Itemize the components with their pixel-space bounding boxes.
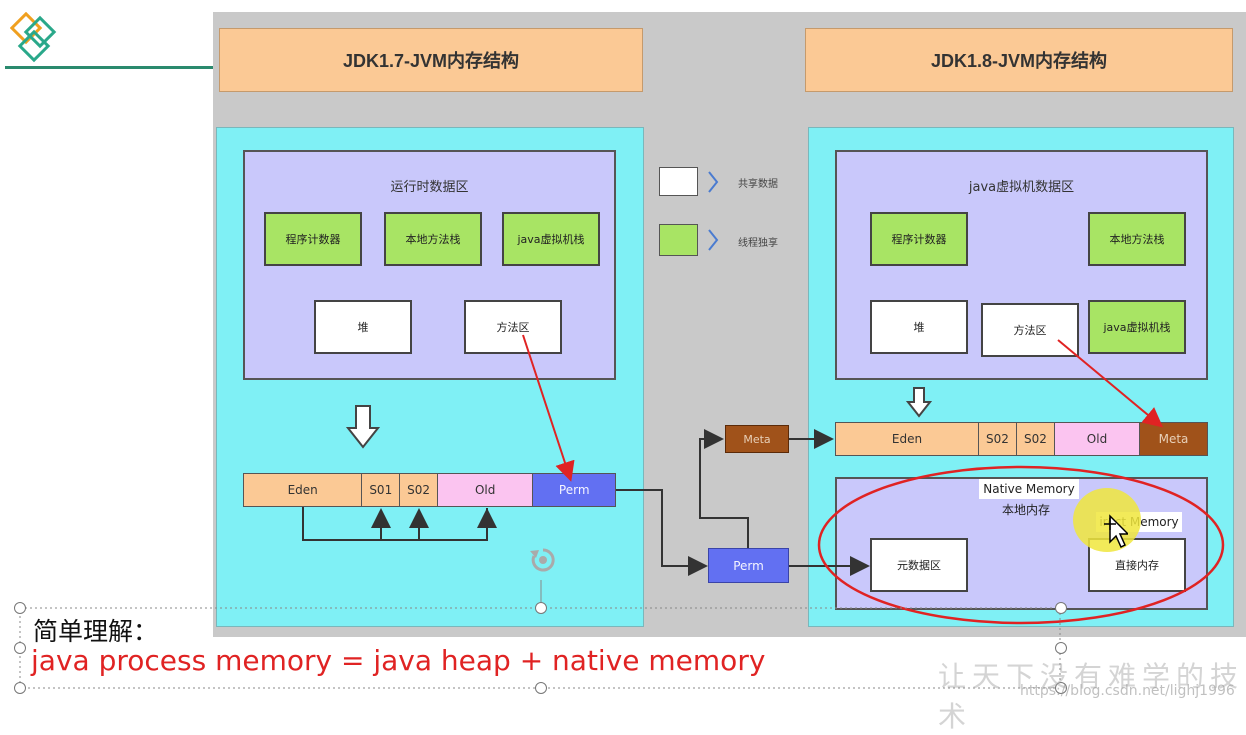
resize-handle-bottom-right[interactable] [1055,682,1067,694]
caption-line1[interactable]: 简单理解： [33,617,159,646]
slide-left-strip [5,12,213,637]
logo-underline [5,66,213,69]
legend-chevron-right-icon [708,229,719,251]
jdk18-method-area: 方法区 [981,303,1079,357]
resize-handle-middle-right[interactable] [1055,642,1067,654]
resize-handle-bottom-middle[interactable] [535,682,547,694]
jdk18-s02-cell: S02 [979,423,1017,455]
middle-meta-box: Meta [725,425,789,453]
resize-handle-top-middle[interactable] [535,602,547,614]
jdk17-native-method-stack: 本地方法栈 [384,212,482,266]
jdk17-s02-cell: S02 [400,474,438,506]
jdk18-heap: 堆 [870,300,968,354]
legend-chevron-right-icon [708,171,719,193]
metaspace-box: 元数据区 [870,538,968,592]
legend-thread-label: 线程独享 [738,238,778,249]
jdk17-java-vm-stack: java虚拟机栈 [502,212,600,266]
jdk17-down-arrow-icon [346,405,380,449]
jdk18-data-area-title: java虚拟机数据区 [968,180,1075,195]
legend-shared-label: 共享数据 [738,179,778,190]
jdk17-title: JDK1.7-JVM内存结构 [219,28,643,92]
resize-handle-middle-left[interactable] [14,642,26,654]
jdk17-method-area: 方法区 [464,300,562,354]
jdk17-s01-cell: S01 [362,474,401,506]
jdk18-heap-bar: Eden S02 S02 Old Meta [835,422,1208,456]
jdk17-runtime-area-title: 运行时数据区 [390,180,469,195]
watermark-url: https://blog.csdn.net/lighj1996 [1020,683,1235,699]
resize-handle-bottom-left[interactable] [14,682,26,694]
jdk18-s02b-cell: S02 [1017,423,1055,455]
legend-thread-swatch [659,224,698,256]
jdk18-meta-cell: Meta [1140,423,1207,455]
jdk18-title: JDK1.8-JVM内存结构 [805,28,1233,92]
legend-shared-swatch [659,167,698,196]
jdk18-old-cell: Old [1055,423,1140,455]
jdk17-eden-cell: Eden [244,474,363,506]
jdk18-pc-counter: 程序计数器 [870,212,968,266]
resize-handle-top-right[interactable] [1055,602,1067,614]
resize-handle-top-left[interactable] [14,602,26,614]
jdk18-down-arrow-icon [906,387,932,418]
jdk18-native-method-stack: 本地方法栈 [1088,212,1186,266]
jdk18-java-vm-stack: java虚拟机栈 [1088,300,1186,354]
jdk18-eden-cell: Eden [836,423,979,455]
native-area-title: 本地内存 [1002,503,1051,517]
jdk17-old-cell: Old [437,474,534,506]
caption-line2[interactable]: java process memory = java heap + native… [31,644,766,677]
logo-diamonds-icon [10,12,57,63]
jdk17-heap-bar: Eden S01 S02 Old Perm [243,473,616,507]
jdk17-heap: 堆 [314,300,412,354]
middle-perm-box: Perm [708,548,789,583]
native-memory-label: Native Memory [979,479,1079,499]
move-cursor-icon [1104,514,1128,549]
jdk17-pc-counter: 程序计数器 [264,212,362,266]
jdk17-perm-cell: Perm [533,474,615,506]
rotate-handle-icon[interactable] [528,545,558,575]
